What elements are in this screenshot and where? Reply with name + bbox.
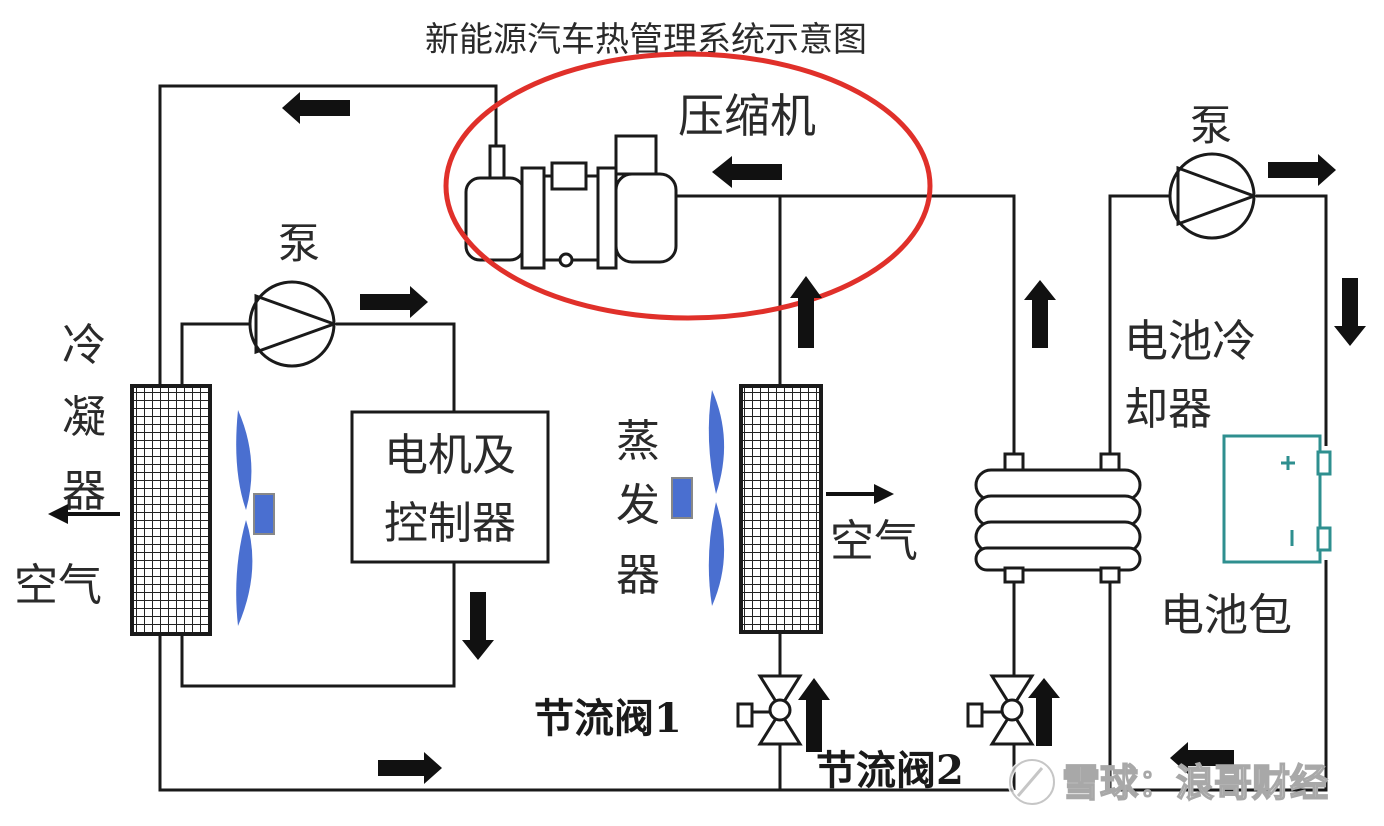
- arrow-left-icon: [712, 156, 782, 188]
- flow-arrows: [48, 92, 1366, 784]
- evaporator-grid: [739, 384, 823, 634]
- arrow-right-icon: [378, 752, 442, 784]
- battery-coolant-loop: [1108, 194, 1328, 792]
- arrow-right-icon: [874, 484, 894, 504]
- battery-pack-label: 电池包: [1160, 590, 1292, 641]
- arrow-right-icon: [360, 286, 428, 318]
- arrow-down-icon: [1334, 278, 1366, 346]
- motor-controller-label-2: 控制器: [384, 498, 516, 549]
- battery-chiller: [974, 452, 1142, 584]
- arrow-right-icon: [1268, 154, 1336, 186]
- condenser-label-1: 冷: [62, 320, 106, 371]
- motor-controller-label-1: 电机及: [384, 430, 516, 481]
- highlight-ring: [443, 51, 933, 321]
- arrow-up-icon: [1028, 678, 1060, 746]
- condenser-label-3: 器: [62, 466, 106, 517]
- compressor-label: 压缩机: [678, 89, 816, 143]
- arrow-up-icon: [1024, 280, 1056, 348]
- arrow-left-icon: [282, 92, 350, 124]
- arrow-up-icon: [790, 276, 822, 348]
- valve1-label: 节流阀1: [534, 695, 682, 742]
- evaporator-label-2: 发: [616, 480, 660, 531]
- evaporator-fan-icon: [671, 390, 725, 606]
- throttle-valve-2: [966, 674, 1035, 746]
- arrow-left-icon: [48, 504, 68, 524]
- watermark-logo: [1007, 757, 1057, 807]
- battery-chiller-label-2: 却器: [1124, 384, 1212, 435]
- compressor: [464, 134, 678, 270]
- evaporator-label-1: 蒸: [616, 416, 660, 467]
- arrow-left-icon: [1170, 742, 1234, 774]
- watermark-text: 雪球：浪哥财经: [1062, 761, 1328, 805]
- condenser-grid: [130, 384, 212, 636]
- arrow-down-icon: [462, 592, 494, 660]
- condenser-label-2: 凝: [62, 392, 106, 443]
- diagram-title: 新能源汽车热管理系统示意图: [425, 20, 867, 60]
- pump-left: [248, 280, 339, 368]
- pump-left-label: 泵: [278, 219, 320, 268]
- pump-right: [1168, 152, 1259, 240]
- evaporator-label-3: 器: [616, 550, 660, 601]
- pump-right-label: 泵: [1190, 101, 1232, 150]
- condenser-fan-icon: [236, 410, 275, 626]
- arrow-up-icon: [798, 678, 830, 752]
- battery-chiller-label-1: 电池冷: [1124, 316, 1256, 367]
- throttle-valve-1: [736, 674, 803, 746]
- battery-pack: [1222, 434, 1332, 564]
- air-mid-label: 空气: [830, 516, 918, 567]
- air-left-label: 空气: [14, 560, 102, 611]
- motor-controller-box: [350, 410, 550, 564]
- motor-coolant-loop: [180, 322, 456, 688]
- valve2-label: 节流阀2: [816, 747, 964, 794]
